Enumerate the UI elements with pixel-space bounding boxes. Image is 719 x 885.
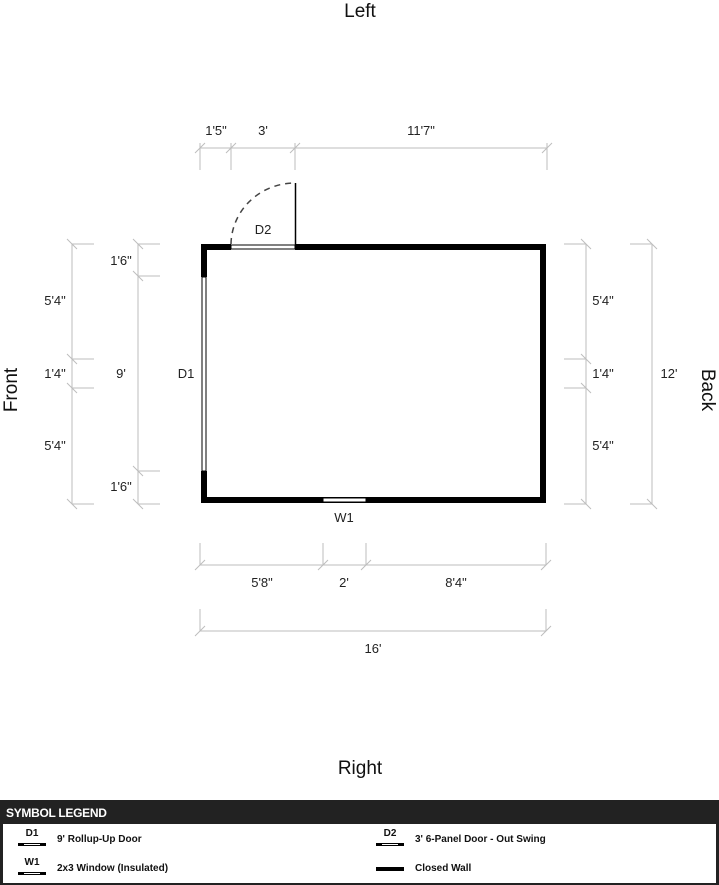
side-label-left: Left <box>344 1 376 22</box>
window-w1-label: W1 <box>334 510 354 525</box>
bottom-total-dimension: 16' <box>194 609 552 656</box>
dim-top-2: 3' <box>258 123 268 138</box>
dim-left-outer-3: 5'4" <box>44 438 66 453</box>
window-w1[interactable]: W1 <box>322 497 367 525</box>
swing-door-symbol-icon: D2 <box>373 827 407 851</box>
dim-left-inner-2: 9' <box>116 366 126 381</box>
legend-label-closed-wall: Closed Wall <box>415 862 472 874</box>
dim-left-outer-2: 1'4" <box>44 366 66 381</box>
closed-wall-symbol-icon <box>373 856 407 880</box>
dim-bottom-3: 8'4" <box>445 575 467 590</box>
dim-left-inner-3: 1'6" <box>110 479 132 494</box>
door-d1[interactable]: D1 <box>178 276 207 472</box>
right-total-dimension: 12' <box>630 238 678 510</box>
dim-bottom-1: 5'8" <box>251 575 273 590</box>
rollup-door-symbol-icon: D1 <box>15 827 49 851</box>
legend-body: D1 9' Rollup-Up Door D2 3' 6-Panel Door … <box>2 823 717 884</box>
dim-right-inner-3: 5'4" <box>592 438 614 453</box>
side-label-back: Back <box>697 369 718 412</box>
dim-right-total: 12' <box>661 366 678 381</box>
dim-top-1: 1'5" <box>205 123 227 138</box>
dim-right-inner-1: 5'4" <box>592 293 614 308</box>
legend-item-d1: D1 9' Rollup-Up Door <box>15 826 142 852</box>
left-outer-dimension-chain: 5'4" 1'4" 5'4" <box>44 238 94 510</box>
top-dimension-chain: 1'5" 3' 11'7" <box>194 123 553 170</box>
legend-label-d2: 3' 6-Panel Door - Out Swing <box>415 833 546 845</box>
dim-bottom-2: 2' <box>339 575 349 590</box>
window-symbol-icon: W1 <box>15 856 49 880</box>
side-label-right: Right <box>338 758 383 779</box>
dim-left-outer-1: 5'4" <box>44 293 66 308</box>
door-d2-label: D2 <box>255 222 272 237</box>
dim-top-3: 11'7" <box>407 123 435 138</box>
dim-bottom-total: 16' <box>365 641 382 656</box>
legend-title: SYMBOL LEGEND <box>6 806 107 820</box>
dim-left-inner-1: 1'6" <box>110 253 132 268</box>
side-label-front: Front <box>1 367 22 412</box>
symbol-legend: SYMBOL LEGEND D1 9' Rollup-Up Door D2 3'… <box>0 800 719 885</box>
door-d2[interactable]: D2 <box>230 182 297 250</box>
bottom-dimension-chain: 5'8" 2' 8'4" <box>194 543 552 590</box>
door-d1-label: D1 <box>178 366 195 381</box>
legend-item-closed-wall: Closed Wall <box>373 855 471 881</box>
legend-label-w1: 2x3 Window (Insulated) <box>57 862 169 874</box>
left-inner-dimension-chain: 1'6" 9' 1'6" <box>110 238 160 510</box>
right-inner-dimension-chain: 5'4" 1'4" 5'4" <box>564 238 614 510</box>
building-walls <box>201 244 546 503</box>
dim-right-inner-2: 1'4" <box>592 366 614 381</box>
floor-plan: Left Right Front Back 1'5" 3' 11'7" 5'4"… <box>1 1 718 779</box>
legend-item-w1: W1 2x3 Window (Insulated) <box>15 855 168 881</box>
legend-label-d1: 9' Rollup-Up Door <box>57 833 142 845</box>
legend-item-d2: D2 3' 6-Panel Door - Out Swing <box>373 826 546 852</box>
